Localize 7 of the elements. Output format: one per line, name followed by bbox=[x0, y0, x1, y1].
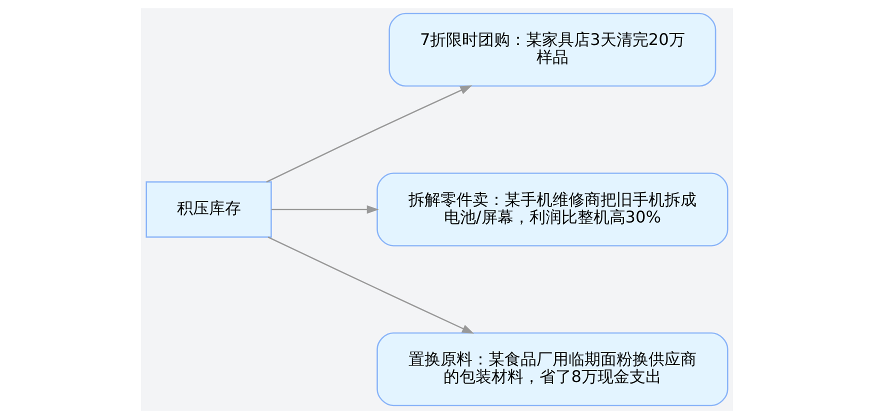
node-box: 7折限时团购：某家具店3天清完20万样品 bbox=[388, 12, 716, 87]
arrow bbox=[270, 205, 378, 214]
arrow bbox=[267, 236, 474, 334]
node-box: 积压库存 bbox=[145, 181, 272, 238]
node-box: 拆解零件卖：某手机维修商把旧手机拆成电池/屏幕，利润比整机高30% bbox=[376, 172, 728, 246]
node-box: 置换原料：某食品厂用临期面粉换供应商的包装材料，省了8万现金支出 bbox=[376, 332, 728, 406]
arrow bbox=[266, 85, 472, 183]
